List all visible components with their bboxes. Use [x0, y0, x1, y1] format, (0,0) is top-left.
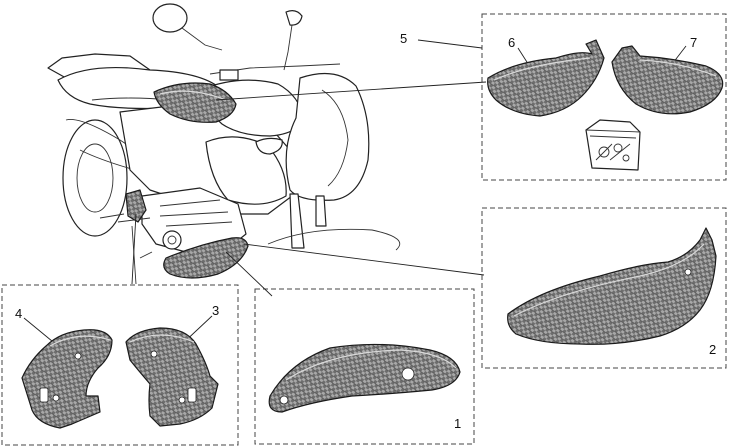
leader-sump-guard — [243, 243, 485, 276]
box-part-2 — [481, 207, 727, 369]
box-parts-3-4 — [1, 284, 239, 446]
part-2-sump-guard — [507, 227, 717, 345]
leader-handguard — [215, 81, 487, 101]
hardware-bag — [585, 119, 641, 171]
leader-kit-5 — [417, 39, 483, 49]
callout-5: 5 — [400, 31, 407, 46]
kit-box-handguards — [481, 13, 727, 181]
headlight — [255, 137, 283, 155]
leader-sump-guard-to-1 — [225, 251, 273, 297]
front-fairing — [285, 72, 370, 201]
rear-wheel — [62, 119, 128, 237]
callout-1: 1 — [454, 416, 461, 431]
heel-guard-on-bike — [125, 189, 147, 223]
leader-heel-guard — [131, 213, 137, 285]
callout-6: 6 — [508, 35, 515, 50]
right-mirror — [283, 10, 303, 71]
part-1-cover — [268, 343, 461, 413]
front-wheel — [267, 228, 401, 251]
handguard-on-bike — [153, 82, 237, 123]
part-3-heel-guard-right — [125, 327, 219, 427]
sump-guard-on-bike — [163, 237, 249, 279]
part-6-left-handguard — [487, 39, 605, 117]
callout-3: 3 — [212, 303, 219, 318]
part-4-heel-guard-left — [21, 329, 113, 429]
box-part-1 — [254, 288, 475, 445]
front-fork — [289, 193, 305, 249]
part-7-right-handguard — [611, 45, 724, 115]
callout-2: 2 — [709, 342, 716, 357]
left-mirror — [152, 3, 223, 51]
callout-4: 4 — [15, 306, 22, 321]
callout-7: 7 — [690, 35, 697, 50]
